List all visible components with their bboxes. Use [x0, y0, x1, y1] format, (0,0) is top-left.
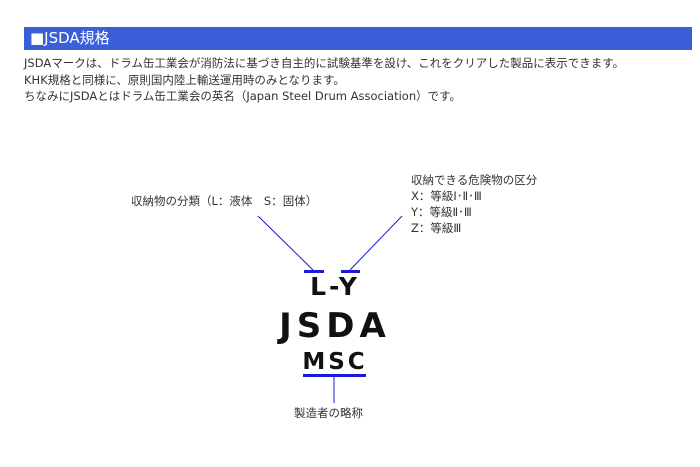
mark-jsda: JSDA: [279, 306, 391, 346]
classification-pointer: [257, 215, 314, 271]
hazard-class-z: Z：等級Ⅲ: [411, 221, 462, 235]
hazard-class-x: X：等級Ⅰ･Ⅱ･Ⅲ: [411, 189, 482, 203]
classification-label: 収納物の分類（L：液体 S：固体）: [131, 194, 318, 208]
mark-class-code: L-Y: [310, 272, 360, 301]
hazard-class-title: 収納できる危険物の区分: [411, 173, 538, 187]
maker-label: 製造者の略称: [294, 406, 363, 420]
intro-text: JSDAマークは、ドラム缶工業会が消防法に基づき自主的に試験基準を設け、これをク…: [24, 55, 696, 105]
section-title: ■JSDA規格: [30, 29, 110, 47]
hazard-pointer: [349, 215, 403, 271]
intro-line-3: ちなみにJSDAとはドラム缶工業会の英名（Japan Steel Drum As…: [24, 89, 461, 103]
mark-maker-code: MSC: [302, 349, 368, 375]
hazard-class-list: 収納できる危険物の区分 X：等級Ⅰ･Ⅱ･Ⅲ Y：等級Ⅱ･Ⅲ Z：等級Ⅲ: [411, 172, 537, 236]
intro-line-2: KHK規格と同様に、原則国内陸上輸送運用時のみとなります。: [24, 72, 345, 87]
section-header: ■JSDA規格: [24, 27, 692, 50]
hazard-class-y: Y：等級Ⅱ･Ⅲ: [411, 205, 472, 219]
intro-line-1: JSDAマークは、ドラム缶工業会が消防法に基づき自主的に試験基準を設け、これをク…: [24, 56, 625, 70]
